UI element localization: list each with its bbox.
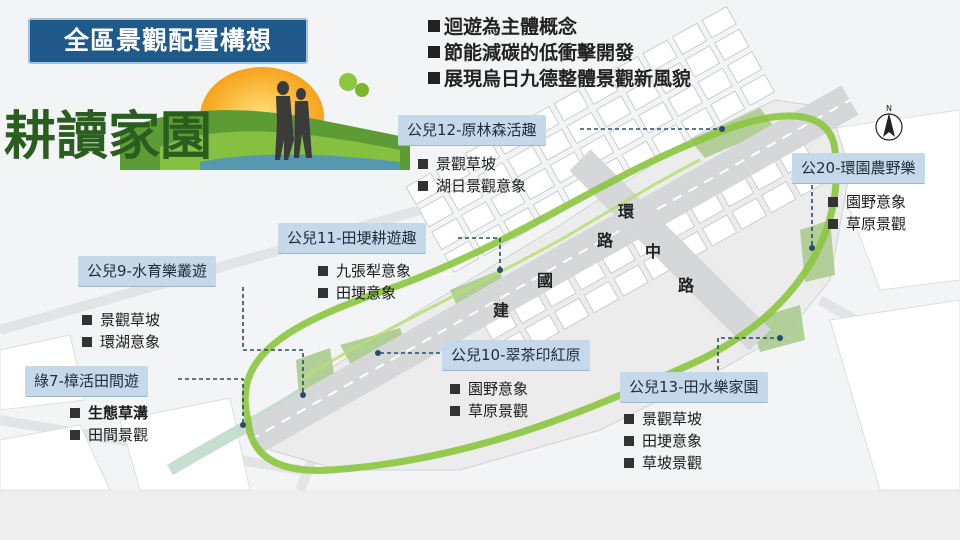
- list-item: 田埂意象: [624, 430, 702, 452]
- callout-park20: 公20-環園農野樂: [792, 153, 925, 183]
- list-item: 生態草溝: [70, 402, 148, 424]
- list-item: 環湖意象: [82, 331, 160, 353]
- road-char-zhong: 中: [645, 242, 662, 261]
- city-block: [460, 201, 497, 234]
- logo-gengdu-jiayuan: 耕讀家園: [4, 67, 410, 170]
- city-block: [625, 78, 661, 111]
- city-block: [701, 5, 737, 39]
- leader-park11: [458, 237, 501, 270]
- city-block: [553, 89, 590, 122]
- city-block: [726, 51, 763, 84]
- list-item: 園野意象: [828, 191, 906, 213]
- city-block: [608, 117, 645, 151]
- city-blocks: [405, 5, 827, 364]
- city-block: [731, 197, 767, 231]
- city-block: [642, 39, 678, 72]
- list-item: 田間景觀: [70, 424, 148, 446]
- callout-green7: 綠7-樟活田間遊: [25, 366, 148, 396]
- city-block: [553, 297, 590, 330]
- logo-text: 耕讀家園: [4, 106, 212, 167]
- callout-park10: 公兒10-翠茶印紅原: [442, 340, 590, 370]
- bullets-park9: 景觀草坡 環湖意象: [82, 309, 160, 353]
- city-block: [519, 167, 556, 201]
- road-char-lu1: 路: [597, 231, 614, 250]
- city-block: [638, 101, 674, 134]
- north-label: N: [886, 104, 892, 113]
- city-block: [431, 217, 467, 251]
- list-item: 九張犁意象: [318, 260, 411, 282]
- city-block: [667, 84, 704, 117]
- leader-park9: [242, 287, 304, 395]
- list-item: 湖日景觀意象: [418, 175, 526, 197]
- list-item: 草原景觀: [450, 400, 528, 422]
- concept-item: 迴遊為主體概念: [428, 14, 691, 40]
- green-loop: [241, 112, 840, 474]
- city-block: [507, 145, 543, 178]
- bullets-park20: 園野意象 草原景觀: [828, 191, 906, 235]
- city-block: [710, 90, 746, 123]
- road-char-lu2: 路: [678, 276, 695, 295]
- leader-park13: [717, 337, 780, 370]
- list-item: 景觀草坡: [418, 153, 526, 175]
- huanzhong-road: [569, 149, 771, 351]
- concept-item: 節能減碳的低衝擊開發: [428, 40, 691, 66]
- city-block: [566, 111, 602, 145]
- concept-item: 展現烏日九德整體景觀新風貌: [428, 66, 691, 92]
- bullets-park11: 九張犁意象 田埂意象: [318, 260, 411, 304]
- city-block: [418, 195, 454, 228]
- city-block: [583, 280, 620, 314]
- list-item: 景觀草坡: [624, 408, 702, 430]
- city-block: [680, 107, 716, 140]
- road-char-huan: 環: [618, 202, 635, 221]
- page-title: 全區景觀配置構想: [28, 18, 308, 64]
- city-block: [701, 214, 738, 247]
- city-block: [490, 184, 526, 217]
- road-char-guo: 國: [537, 271, 554, 290]
- city-block: [447, 178, 484, 211]
- callout-park13: 公兒13-田水樂家園: [620, 372, 768, 402]
- bottom-band: [0, 490, 960, 540]
- city-block: [583, 72, 619, 105]
- callout-park11: 公兒11-田埂耕遊趣: [278, 223, 426, 253]
- callout-park9: 公兒9-水育樂叢遊: [78, 256, 216, 286]
- city-block: [595, 95, 632, 128]
- bullets-park10: 園野意象 草原景觀: [450, 378, 528, 422]
- bullets-park12: 景觀草坡 湖日景觀意象: [418, 153, 526, 197]
- road-char-jian: 建: [493, 301, 510, 320]
- city-block: [477, 161, 514, 195]
- city-block: [536, 128, 573, 161]
- callout-park12: 公兒12-原林森活趣: [398, 115, 546, 145]
- city-block: [684, 45, 721, 78]
- city-block: [655, 61, 691, 95]
- concept-list: 迴遊為主體概念 節能減碳的低衝擊開發 展現烏日九德整體景觀新風貌: [428, 14, 691, 92]
- city-block: [697, 67, 733, 101]
- city-block: [435, 155, 471, 189]
- list-item: 田埂意象: [318, 282, 411, 304]
- city-block: [739, 73, 776, 107]
- list-item: 園野意象: [450, 378, 528, 400]
- city-block: [613, 264, 649, 297]
- city-block: [714, 28, 750, 61]
- list-item: 景觀草坡: [82, 309, 160, 331]
- city-block: [612, 55, 649, 89]
- bullets-green7: 生態草溝 田間景觀: [70, 402, 148, 446]
- bullets-park13: 景觀草坡 田埂意象 草坡景觀: [624, 408, 702, 474]
- leader-green7: [178, 378, 244, 425]
- city-block: [671, 22, 708, 56]
- list-item: 草原景觀: [828, 213, 906, 235]
- city-block: [761, 180, 797, 214]
- north-arrow-icon: N: [875, 104, 903, 141]
- list-item: 草坡景觀: [624, 452, 702, 474]
